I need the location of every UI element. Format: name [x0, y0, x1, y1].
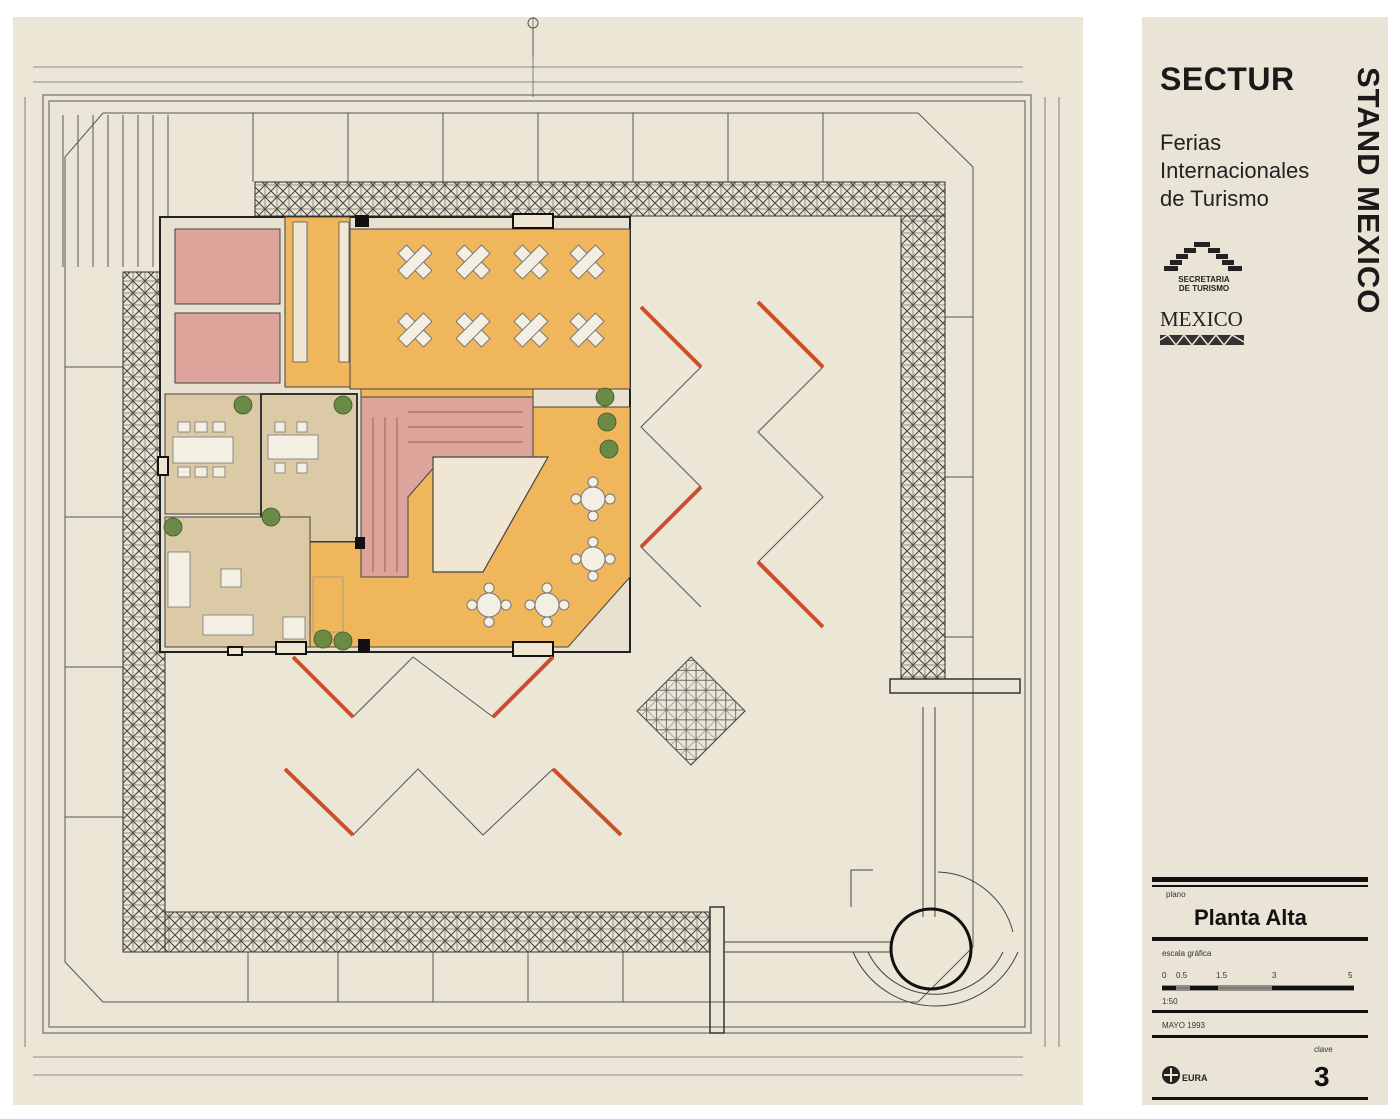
- scale-tick-3: 3: [1272, 971, 1277, 980]
- scale-tick-1: 0.5: [1176, 971, 1188, 980]
- clave-value: 3: [1314, 1061, 1330, 1092]
- brand-title: SECTUR: [1160, 61, 1295, 97]
- title-rule: [1152, 1010, 1368, 1013]
- office-furniture: [167, 421, 344, 640]
- event-subtitle: Ferias Internacionales de Turismo: [1160, 129, 1360, 213]
- round-table-icon: [466, 476, 616, 628]
- title-rule: [1152, 885, 1368, 887]
- zigzag-display-panels: [283, 300, 825, 837]
- pergola-lattice: [122, 181, 1021, 1034]
- title-block: SECTUR Ferias Internacionales de Turismo…: [1142, 17, 1388, 1105]
- subtitle-line-3: de Turismo: [1160, 186, 1269, 211]
- mexico-logo-band-icon: [1160, 333, 1244, 347]
- title-rule: [1152, 1097, 1368, 1100]
- title-rule: [1152, 937, 1368, 941]
- title-rule: [1152, 877, 1368, 882]
- secretaria-logo-text: SECRETARIA DE TURISMO: [1158, 275, 1250, 293]
- potted-plant-icon: [163, 387, 619, 651]
- dining-table-icon: [397, 244, 605, 348]
- eura-logo-text: EURA: [1182, 1073, 1208, 1083]
- scale-tick-2: 1.5: [1216, 971, 1228, 980]
- subtitle-line-1: Ferias: [1160, 130, 1222, 155]
- scale-tick-0: 0: [1162, 971, 1167, 980]
- graphic-scale-bar: [1162, 985, 1354, 991]
- lattice-diamond: [636, 656, 746, 766]
- floor-plan-drawing: [13, 17, 1083, 1105]
- escala-label: escala gráfica: [1162, 949, 1212, 958]
- dimension-lines: [24, 17, 1060, 1076]
- clave-label: clave: [1314, 1045, 1333, 1054]
- scale-tick-4: 5: [1348, 971, 1353, 980]
- secretaria-line-1: SECRETARIA: [1178, 275, 1230, 284]
- circular-tower: [724, 707, 1019, 1007]
- title-rule: [1152, 1035, 1368, 1038]
- mexico-logo: MEXICO: [1160, 307, 1243, 331]
- floor-plan-svg: [24, 17, 1060, 1076]
- scale-ratio: 1:50: [1162, 997, 1178, 1006]
- secretaria-logo-icon: [1164, 242, 1242, 271]
- eura-logo-icon: EURA: [1162, 1066, 1208, 1084]
- plano-label: plano: [1166, 890, 1186, 899]
- upper-floor-building: [157, 213, 631, 657]
- stand-title-vertical: STAND MEXICO: [1351, 67, 1386, 315]
- secretaria-line-2: DE TURISMO: [1178, 284, 1230, 293]
- subtitle-line-2: Internacionales: [1160, 158, 1310, 183]
- drawing-date: MAYO 1993: [1162, 1021, 1205, 1030]
- site-boundary: [42, 94, 1032, 1034]
- north-axis-icon: [527, 17, 539, 57]
- plano-title: Planta Alta: [1194, 905, 1307, 930]
